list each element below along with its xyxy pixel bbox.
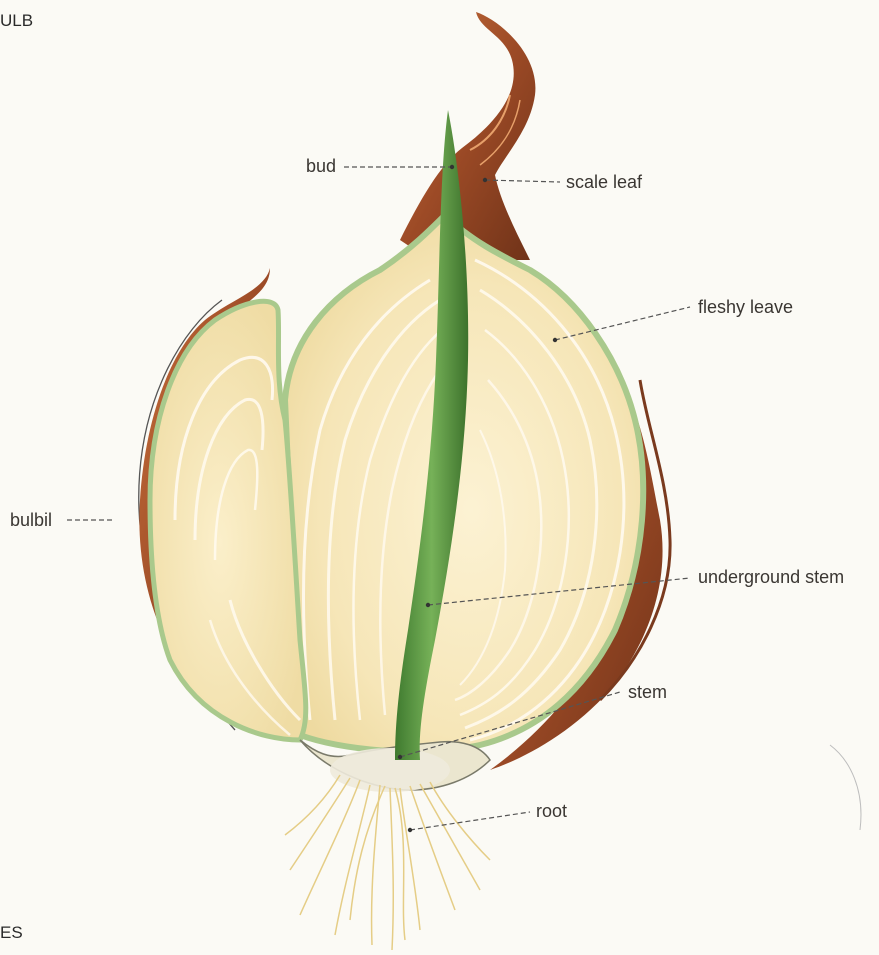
corner-text-top: ULB [0,12,33,29]
corner-text-bottom: ES [0,924,23,941]
scale-leaf-shape [400,12,535,260]
label-underground-stem: underground stem [698,568,844,586]
label-root: root [536,802,567,820]
label-fleshy-leave: fleshy leave [698,298,793,316]
label-bud: bud [306,157,336,175]
leader-root [410,812,530,830]
label-scale-leaf: scale leaf [566,173,642,191]
label-stem: stem [628,683,667,701]
label-bulbil: bulbil [10,511,52,529]
roots [285,775,490,950]
